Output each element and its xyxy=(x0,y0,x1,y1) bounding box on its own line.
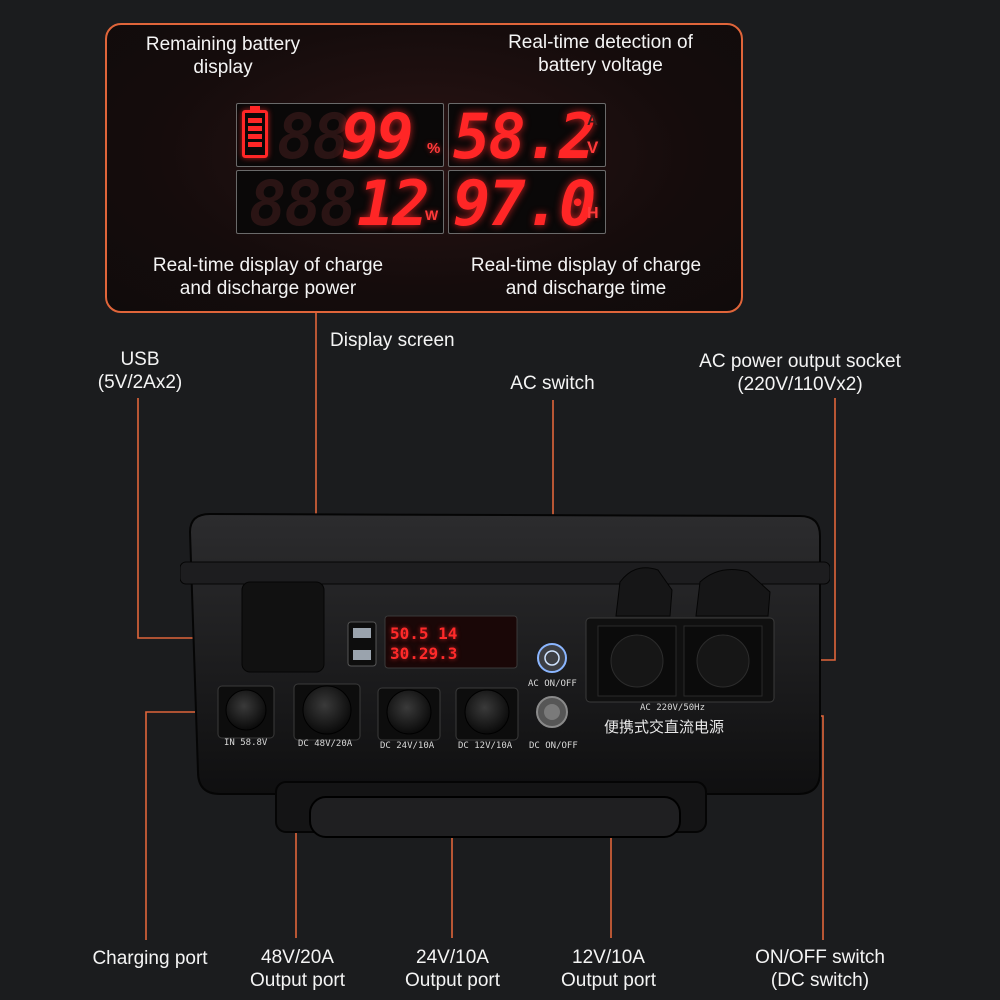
label-dc-switch: ON/OFF switch(DC switch) xyxy=(755,947,885,991)
port-label-dc48: DC 48V/20A xyxy=(298,739,353,749)
power-readout: 12 xyxy=(357,167,430,240)
lcd-time-panel: 97.0 H xyxy=(448,167,606,240)
watt-unit: W xyxy=(425,207,439,223)
battery-icon xyxy=(242,106,268,158)
volt-unit: V xyxy=(587,138,599,157)
lcd-voltage-panel: 58.2 A V xyxy=(448,100,606,173)
port-label-in: IN 58.8V xyxy=(224,738,268,748)
hour-unit: H xyxy=(587,205,599,222)
port-label-dc-switch: DC ON/OFF xyxy=(529,741,578,751)
label-ac-switch: AC switch xyxy=(510,373,595,394)
port-label-dc24: DC 24V/10A xyxy=(380,741,435,751)
label-usb: USB(5V/2Ax2) xyxy=(97,349,183,393)
power-station-device xyxy=(180,512,830,838)
voltage-readout: 58.2 xyxy=(453,100,596,173)
amp-unit-dim: A xyxy=(587,112,598,129)
label-display-screen: Display screen xyxy=(330,330,455,351)
time-readout: 97.0 xyxy=(453,167,596,240)
port-label-dc12: DC 12V/10A xyxy=(458,741,513,751)
mini-display-line1: 50.5 14 xyxy=(390,624,458,643)
label-charging-port: Charging port xyxy=(92,948,208,969)
chinese-product-label: 便携式交直流电源 xyxy=(604,718,725,736)
lcd-power-panel: 888 12 W xyxy=(236,167,444,240)
battery-percent-readout: 99 xyxy=(341,100,414,173)
mini-display: 50.5 14 30.29.3 xyxy=(390,624,457,664)
port-label-ac-switch: AC ON/OFF xyxy=(528,679,577,689)
mini-display-line2: 30.29.3 xyxy=(390,644,458,663)
display-callout-panel xyxy=(105,23,743,313)
lcd-battery-panel: 88 99 % xyxy=(236,100,444,173)
port-label-ac-rating: AC 220V/50Hz xyxy=(640,703,706,713)
percent-unit: % xyxy=(427,140,441,157)
label-ac-socket: AC power output socket(220V/110Vx2) xyxy=(699,351,901,395)
